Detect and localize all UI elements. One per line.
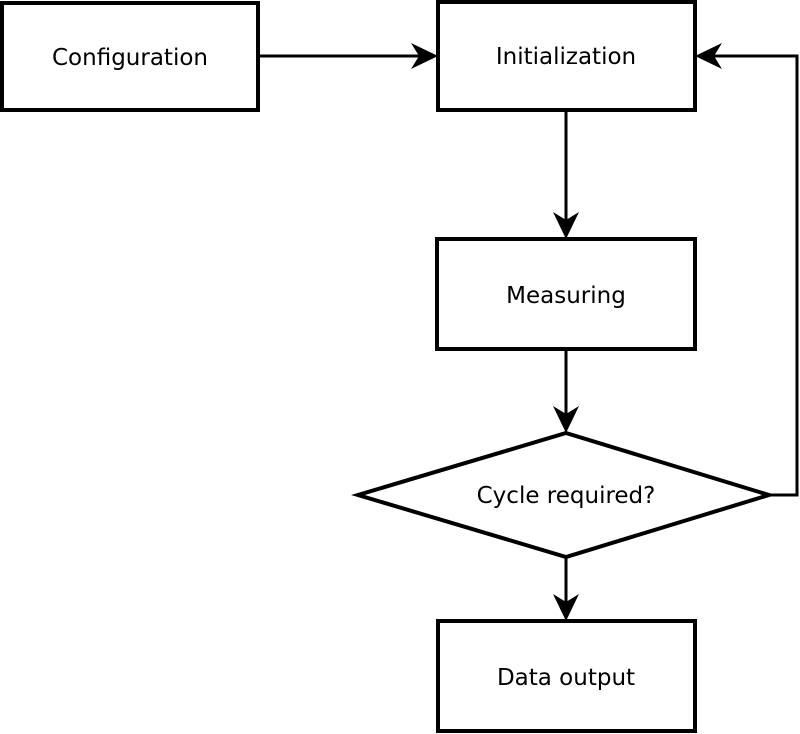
node-cycle-required-diamond (350, 430, 776, 560)
node-data-output-label: Data output (497, 665, 635, 691)
edge-cycle-required-loop-to-initialization (713, 54, 799, 497)
node-initialization-box (436, 0, 697, 112)
arrowhead-into-cycle-required-icon (553, 406, 579, 433)
arrowhead-into-measuring-icon (553, 212, 579, 239)
node-data-output-box (436, 619, 697, 733)
node-measuring-label: Measuring (506, 283, 626, 309)
arrowhead-into-initialization-left-icon (411, 43, 438, 69)
node-configuration-box (0, 1, 260, 112)
node-initialization-label: Initialization (496, 44, 636, 70)
node-configuration-label: Configuration (52, 45, 208, 71)
arrowhead-into-initialization-right-icon (695, 43, 722, 69)
arrowhead-into-data-output-icon (553, 594, 579, 621)
node-cycle-required-label: Cycle required? (477, 483, 656, 509)
